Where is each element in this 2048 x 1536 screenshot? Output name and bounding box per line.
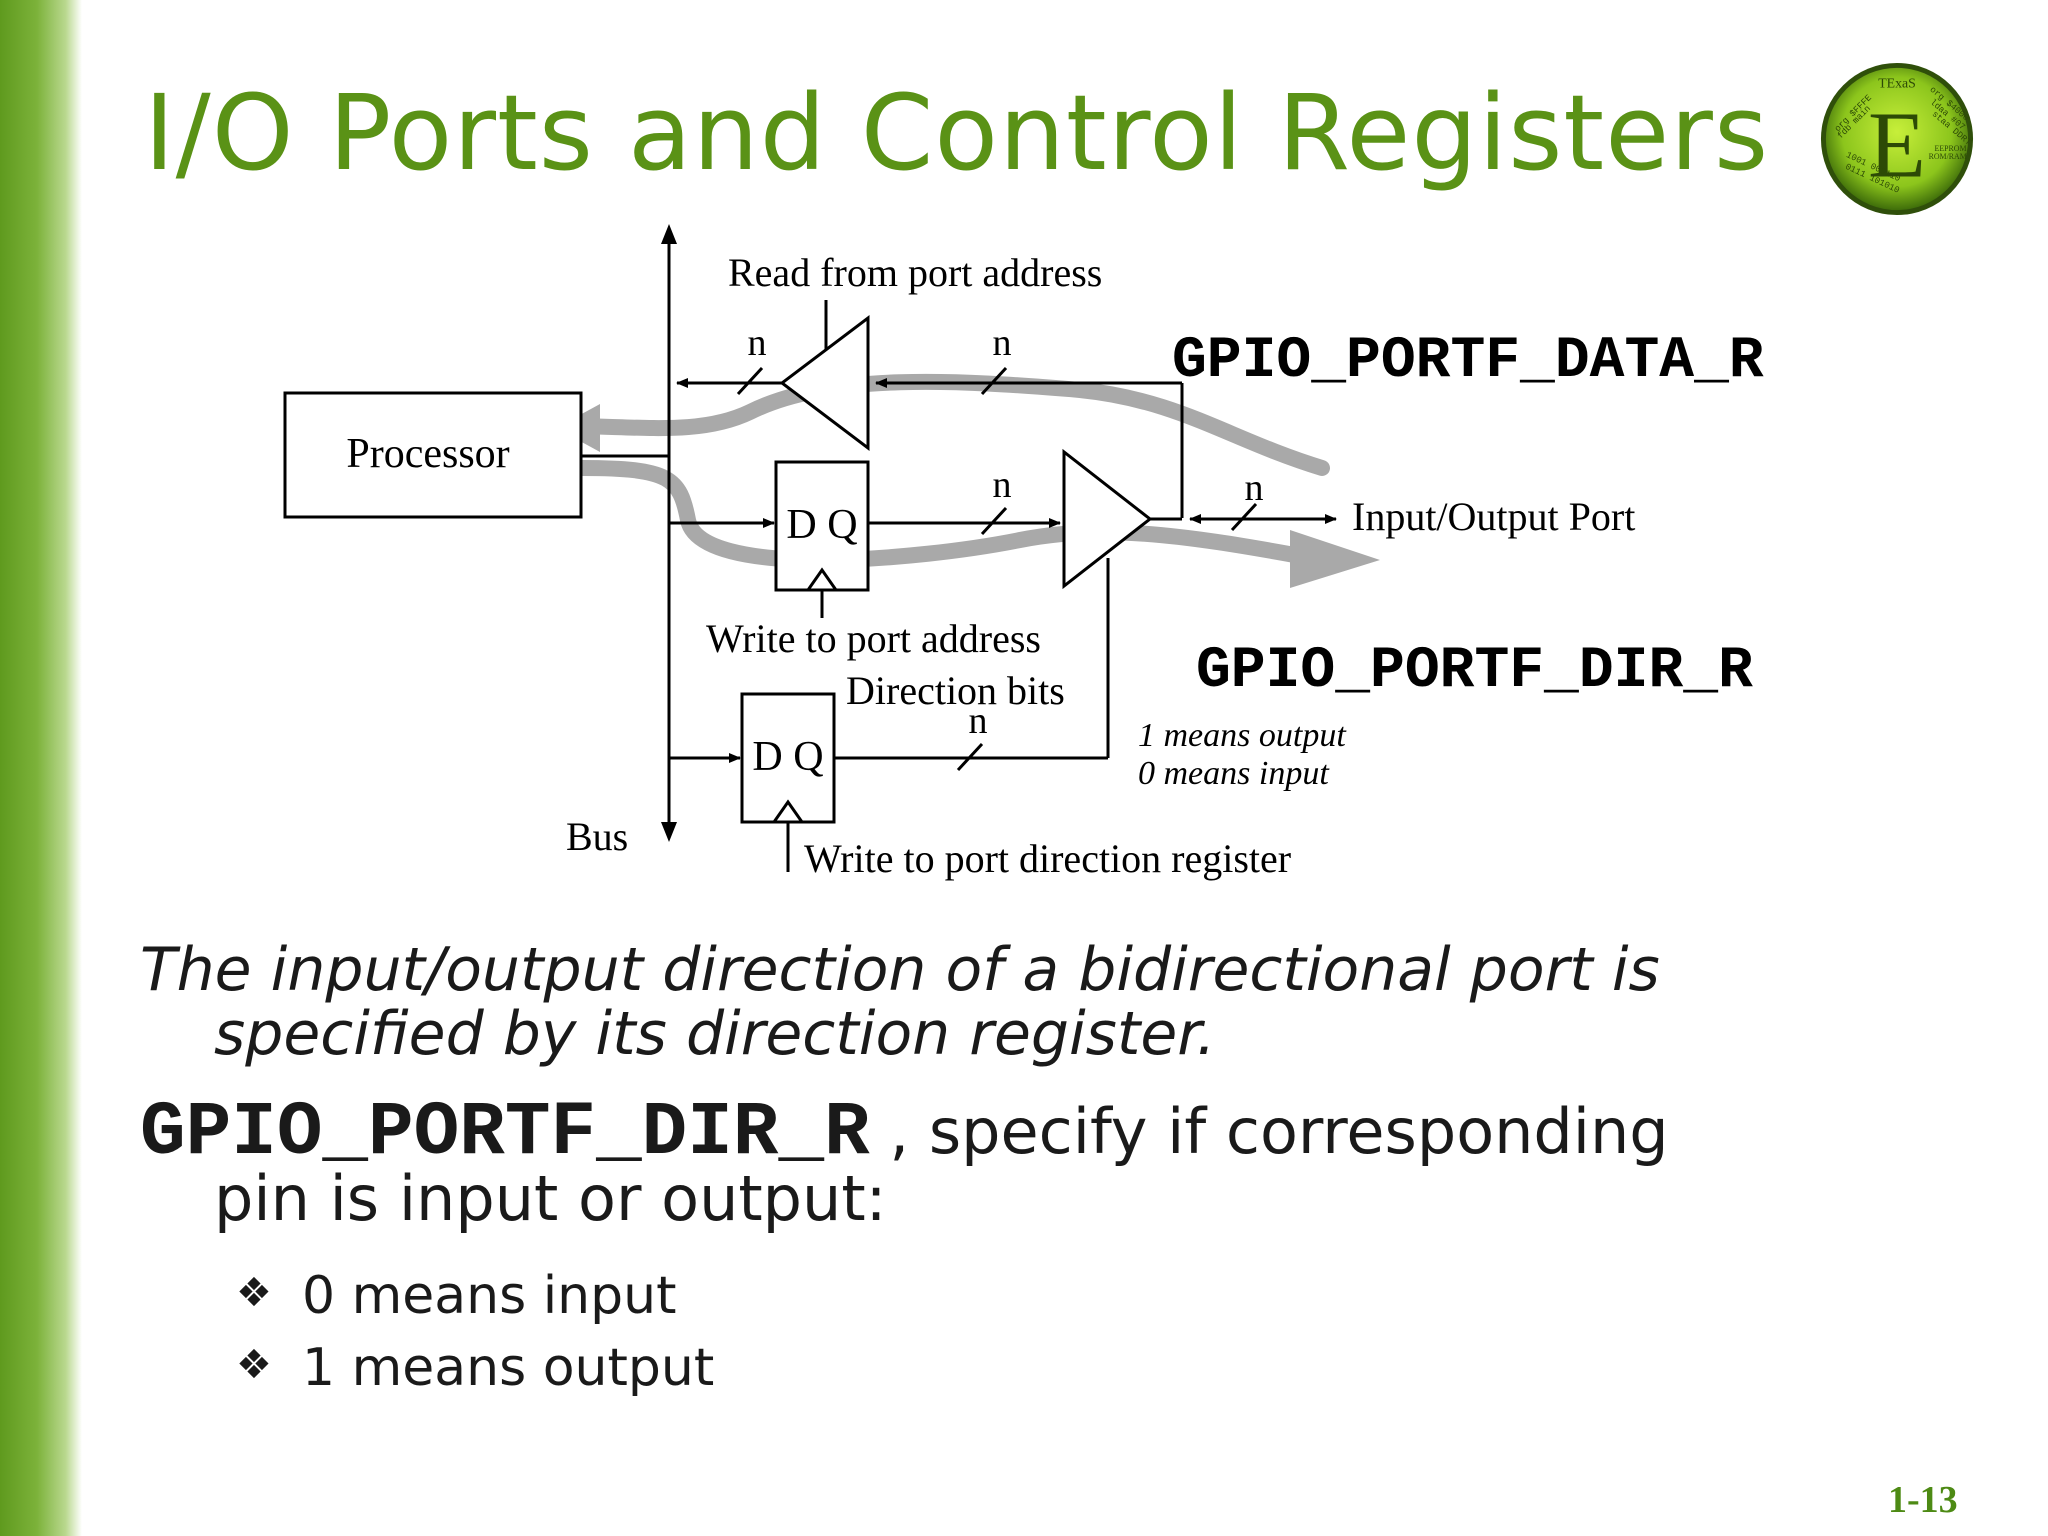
dir-register-label: GPIO_PORTF_DIR_R	[1196, 639, 1753, 704]
dir-register-desc-line-2: pin is input or output:	[214, 1162, 887, 1235]
texas-logo: TExaS E org $FFFE fdb main org $4000 lda…	[1820, 62, 1974, 216]
dir-register-code: GPIO_PORTF_DIR_R	[140, 1090, 870, 1176]
dir-register-desc: , specify if corresponding	[869, 1095, 1669, 1168]
svg-text:ROM/RAM: ROM/RAM	[1929, 152, 1967, 161]
bus-label: Bus	[566, 814, 628, 859]
svg-text:n: n	[969, 700, 988, 742]
paragraph-line-2: specified by its direction register.	[214, 999, 1216, 1069]
svg-text:EEPROM: EEPROM	[1935, 144, 1967, 153]
diamond-bullet-icon: ❖	[236, 1270, 272, 1316]
svg-text:D Q: D Q	[786, 502, 857, 548]
read-port-label: Read from port address	[728, 250, 1102, 295]
write-direction-label: Write to port direction register	[804, 836, 1291, 881]
svg-text:E: E	[1868, 93, 1926, 198]
svg-text:n: n	[993, 464, 1012, 506]
dir-register-paragraph: GPIO_PORTF_DIR_R , specify if correspond…	[140, 1090, 2000, 1235]
svg-text:TExaS: TExaS	[1878, 76, 1916, 91]
list-item: ❖0 means input	[236, 1266, 677, 1326]
list-item: ❖1 means output	[236, 1338, 715, 1398]
processor-label: Processor	[346, 431, 509, 477]
io-port-label: Input/Output Port	[1352, 494, 1635, 539]
read-tristate-buffer	[779, 314, 870, 452]
paragraph-line-1: The input/output direction of a bidirect…	[140, 935, 1660, 1005]
read-path-highlight	[556, 373, 1330, 476]
sidebar-gradient	[0, 0, 82, 1536]
svg-text:D Q: D Q	[752, 734, 823, 780]
svg-text:n: n	[1245, 467, 1264, 509]
svg-text:n: n	[993, 322, 1012, 364]
output-tristate-buffer	[1062, 448, 1153, 590]
page-title: I/O Ports and Control Registers	[144, 72, 1770, 194]
direction-paragraph: The input/output direction of a bidirect…	[140, 938, 1940, 1066]
data-register-label: GPIO_PORTF_DATA_R	[1172, 329, 1764, 394]
write-port-label: Write to port address	[706, 616, 1041, 661]
processor-box	[283, 391, 583, 519]
page-number: 1-13	[1888, 1479, 1958, 1521]
diamond-bullet-icon: ❖	[236, 1342, 272, 1388]
means-input-label: 0 means input	[1138, 755, 1330, 792]
direction-bits-label: Direction bits	[846, 668, 1065, 713]
means-output-label: 1 means output	[1138, 717, 1347, 754]
svg-text:n: n	[748, 322, 767, 364]
